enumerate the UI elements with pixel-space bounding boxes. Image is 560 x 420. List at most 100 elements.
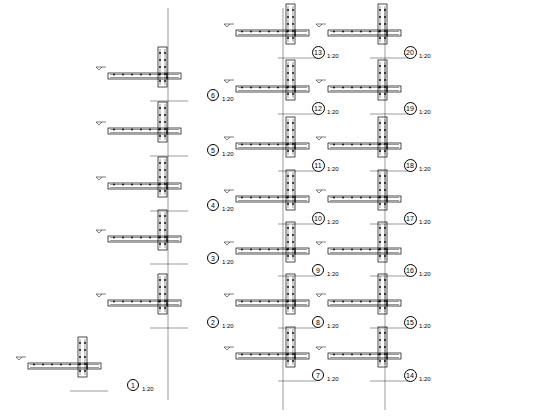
drawing-line bbox=[224, 80, 234, 81]
rebar-dot bbox=[379, 227, 381, 229]
drawing-line bbox=[319, 347, 322, 350]
rebar-dot bbox=[42, 364, 44, 366]
rebar-dot bbox=[287, 30, 289, 32]
rebar-dot bbox=[379, 122, 381, 124]
rebar-dot bbox=[164, 162, 166, 164]
rebar-dot bbox=[164, 236, 166, 238]
rebar-dot bbox=[164, 222, 166, 224]
rebar-dot bbox=[287, 293, 289, 295]
concrete-section bbox=[78, 337, 87, 377]
callout-number: 3 bbox=[211, 255, 215, 262]
rebar-dot bbox=[287, 9, 289, 11]
concrete-section bbox=[167, 73, 181, 79]
rebar-dot bbox=[384, 150, 386, 152]
concrete-section bbox=[236, 86, 295, 92]
rebar-dot bbox=[113, 237, 115, 239]
rebar-dot bbox=[158, 74, 160, 76]
rebar-dot bbox=[379, 79, 381, 81]
rebar-dot bbox=[292, 86, 294, 88]
concrete-section bbox=[387, 196, 401, 202]
drawing-line bbox=[316, 347, 319, 350]
rebar-dot bbox=[379, 346, 381, 348]
drawing-line bbox=[150, 101, 188, 102]
rebar-dot bbox=[292, 175, 294, 177]
concrete-section bbox=[295, 353, 309, 359]
rebar-dot bbox=[379, 86, 381, 88]
rebar-dot bbox=[292, 227, 294, 229]
detail-callout-circle: 9 bbox=[312, 264, 324, 276]
detail-callout-circle: 20 bbox=[404, 46, 417, 59]
rebar-dot bbox=[384, 227, 386, 229]
rebar-dot bbox=[292, 72, 294, 74]
rebar-dot bbox=[78, 364, 80, 366]
rebar-dot bbox=[159, 66, 161, 68]
rebar-dot bbox=[384, 300, 386, 302]
rebar-dot bbox=[378, 301, 380, 303]
rebar-dot bbox=[164, 279, 166, 281]
drawing-line bbox=[283, 8, 284, 410]
rebar-dot bbox=[159, 300, 161, 302]
rebar-dot bbox=[60, 364, 62, 366]
drawing-line bbox=[238, 34, 307, 35]
drawing-line bbox=[160, 276, 161, 312]
scale-label: 1:20 bbox=[327, 53, 339, 59]
rebar-dot bbox=[292, 307, 294, 309]
rebar-dot bbox=[79, 349, 81, 351]
rebar-dot bbox=[292, 286, 294, 288]
rebar-dot bbox=[164, 121, 166, 123]
drawing-line bbox=[110, 132, 179, 133]
scale-label: 1:20 bbox=[419, 376, 431, 382]
drawing-line bbox=[70, 391, 108, 392]
rebar-dot bbox=[164, 300, 166, 302]
concrete-section bbox=[295, 196, 309, 202]
rebar-dot bbox=[159, 128, 161, 130]
rebar-dot bbox=[84, 342, 86, 344]
rebar-dot bbox=[158, 237, 160, 239]
drawing-line bbox=[165, 104, 166, 140]
rebar-dot bbox=[259, 31, 261, 33]
drawing-line bbox=[224, 347, 227, 350]
rebar-dot bbox=[259, 354, 261, 356]
concrete-section bbox=[28, 363, 87, 369]
rebar-dot bbox=[113, 184, 115, 186]
drawing-line bbox=[293, 276, 294, 312]
rebar-dot bbox=[287, 255, 289, 257]
rebar-dot bbox=[369, 301, 371, 303]
drawing-line bbox=[385, 276, 386, 312]
rebar-dot bbox=[384, 175, 386, 177]
rebar-dot bbox=[287, 182, 289, 184]
concrete-section bbox=[236, 196, 295, 202]
rebar-dot bbox=[360, 144, 362, 146]
drawing-line bbox=[319, 24, 322, 27]
drawing-line bbox=[370, 171, 408, 172]
drawing-line bbox=[330, 197, 399, 198]
drawing-line bbox=[380, 329, 381, 365]
rebar-dot bbox=[79, 356, 81, 358]
rebar-dot bbox=[159, 190, 161, 192]
rebar-dot bbox=[292, 255, 294, 257]
rebar-dot bbox=[379, 360, 381, 362]
drawing-line bbox=[330, 90, 399, 91]
detail-callout-circle: 16 bbox=[404, 264, 417, 277]
drawing-line bbox=[224, 24, 234, 25]
drawing-line bbox=[330, 357, 399, 358]
rebar-dot bbox=[268, 87, 270, 89]
rebar-dot bbox=[268, 144, 270, 146]
rebar-dot bbox=[342, 301, 344, 303]
rebar-dot bbox=[292, 339, 294, 341]
drawing-line bbox=[288, 329, 289, 365]
rebar-dot bbox=[140, 129, 142, 131]
drawing-line bbox=[380, 276, 381, 312]
drawing-line bbox=[238, 200, 307, 201]
rebar-dot bbox=[342, 144, 344, 146]
rebar-dot bbox=[384, 332, 386, 334]
drawing-line bbox=[316, 80, 319, 83]
concrete-section bbox=[158, 157, 167, 197]
drawing-line bbox=[227, 137, 230, 140]
drawing-line bbox=[316, 137, 319, 140]
rebar-dot bbox=[379, 241, 381, 243]
rebar-dot bbox=[351, 301, 353, 303]
drawing-line bbox=[316, 24, 326, 25]
concrete-section bbox=[295, 300, 309, 306]
rebar-dot bbox=[277, 197, 279, 199]
